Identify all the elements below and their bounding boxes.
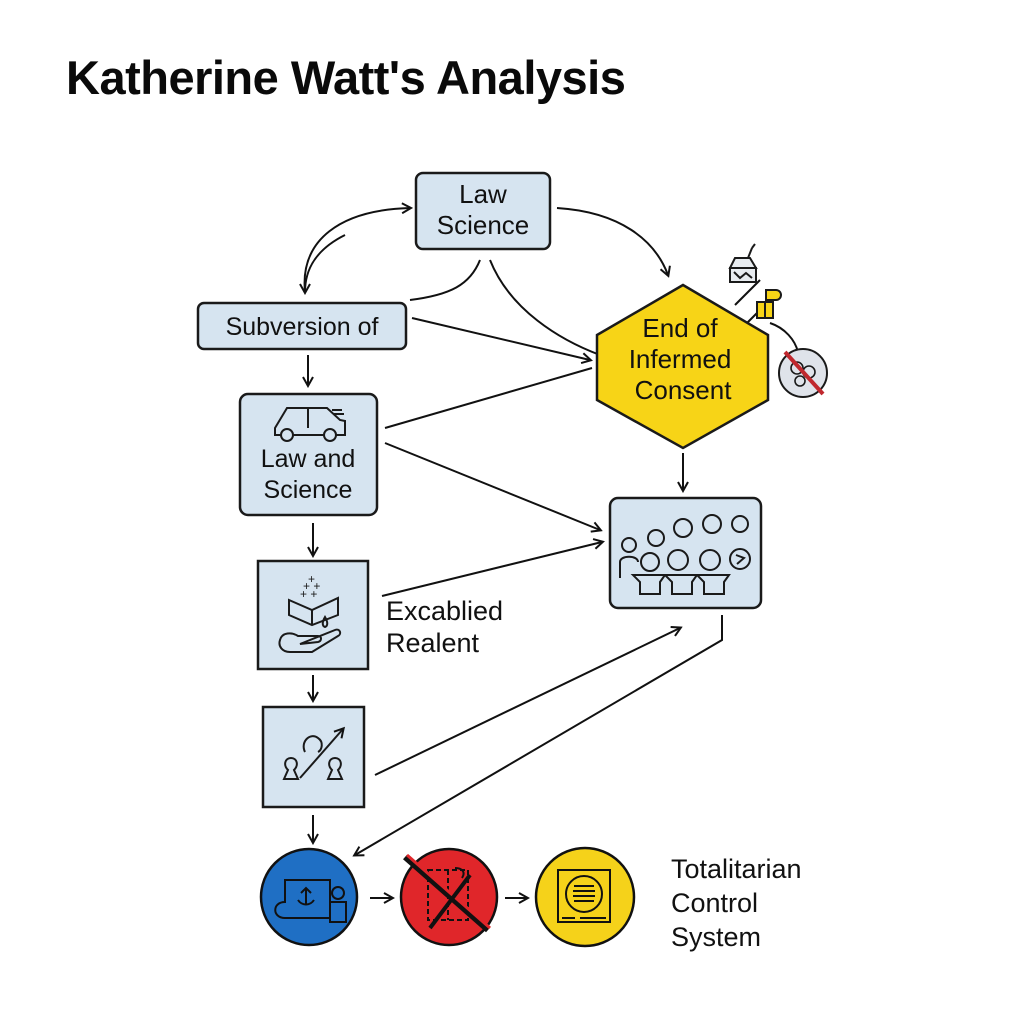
node-law-science-top-line1: Law bbox=[459, 179, 507, 209]
node-end-of-informed-consent[interactable]: End of Infermed Consent bbox=[595, 283, 770, 450]
svg-text:+ +: + + bbox=[300, 587, 317, 601]
node-red-circle[interactable] bbox=[399, 847, 499, 947]
svg-text:+: + bbox=[308, 572, 315, 586]
arrow-law-and-science-to-audience bbox=[384, 442, 600, 530]
arrow-subversion-to-hexagon bbox=[411, 317, 590, 360]
node-blue-circle[interactable] bbox=[259, 847, 359, 947]
node-hand-book[interactable]: + + + + + bbox=[256, 559, 370, 671]
svg-text:+ +: + + bbox=[303, 579, 320, 593]
node-law-science-top-line2: Science bbox=[437, 210, 530, 240]
arrow-audience-to-blue bbox=[355, 615, 723, 855]
hand-book-icon: + + + + + bbox=[278, 572, 342, 653]
arrow-subversion-to-law-top bbox=[303, 208, 410, 293]
line-law-and-science-to-hexagon bbox=[384, 367, 593, 429]
audience-icon bbox=[619, 514, 751, 595]
page-title: Katherine Watt's Analysis bbox=[66, 51, 626, 104]
line-hexagon-to-banned-icon bbox=[769, 322, 799, 353]
excablied-line2: Realent bbox=[386, 628, 480, 658]
cube-icon bbox=[756, 289, 782, 319]
node-people-arrow[interactable] bbox=[261, 705, 366, 809]
hexagon-line2: Infermed bbox=[629, 344, 732, 374]
totalitarian-label: Totalitarian Control System bbox=[671, 852, 802, 954]
node-law-and-science[interactable]: Law and Science bbox=[238, 392, 379, 517]
prohibited-icon bbox=[403, 853, 491, 933]
line-hexagon-to-box-icon bbox=[734, 279, 761, 306]
node-subversion[interactable]: Subversion of bbox=[196, 301, 408, 351]
cloud-person-icon bbox=[274, 879, 347, 923]
arrow-hand-to-audience bbox=[381, 542, 602, 597]
hexagon-line3: Consent bbox=[635, 375, 733, 405]
node-yellow-circle[interactable] bbox=[534, 846, 636, 948]
totalitarian-line1: Totalitarian bbox=[671, 854, 802, 884]
excablied-line1: Excablied bbox=[386, 596, 504, 626]
hexagon-line1: End of bbox=[642, 313, 718, 343]
arrow-law-top-to-hexagon bbox=[556, 207, 668, 275]
excablied-label: Excablied Realent bbox=[386, 595, 503, 659]
box-icon bbox=[728, 243, 758, 283]
curve-law-top-to-hexagon bbox=[489, 259, 601, 356]
people-arrow-icon bbox=[282, 729, 343, 780]
totalitarian-line3: System bbox=[671, 922, 762, 952]
car-icon bbox=[274, 407, 346, 442]
arrow-people-to-audience bbox=[374, 628, 680, 776]
curve-law-top-to-subversion-right bbox=[409, 259, 481, 301]
banned-molecule-icon bbox=[778, 348, 828, 398]
totalitarian-line2: Control bbox=[671, 888, 759, 918]
law-and-science-line2: Science bbox=[264, 476, 353, 504]
arrow-law-top-to-subversion bbox=[305, 234, 346, 292]
node-subversion-label: Subversion of bbox=[226, 313, 379, 341]
document-icon bbox=[557, 869, 611, 923]
node-audience[interactable] bbox=[608, 496, 763, 610]
law-and-science-line1: Law and bbox=[261, 445, 356, 473]
node-law-science-top[interactable]: Law Science bbox=[414, 171, 552, 251]
